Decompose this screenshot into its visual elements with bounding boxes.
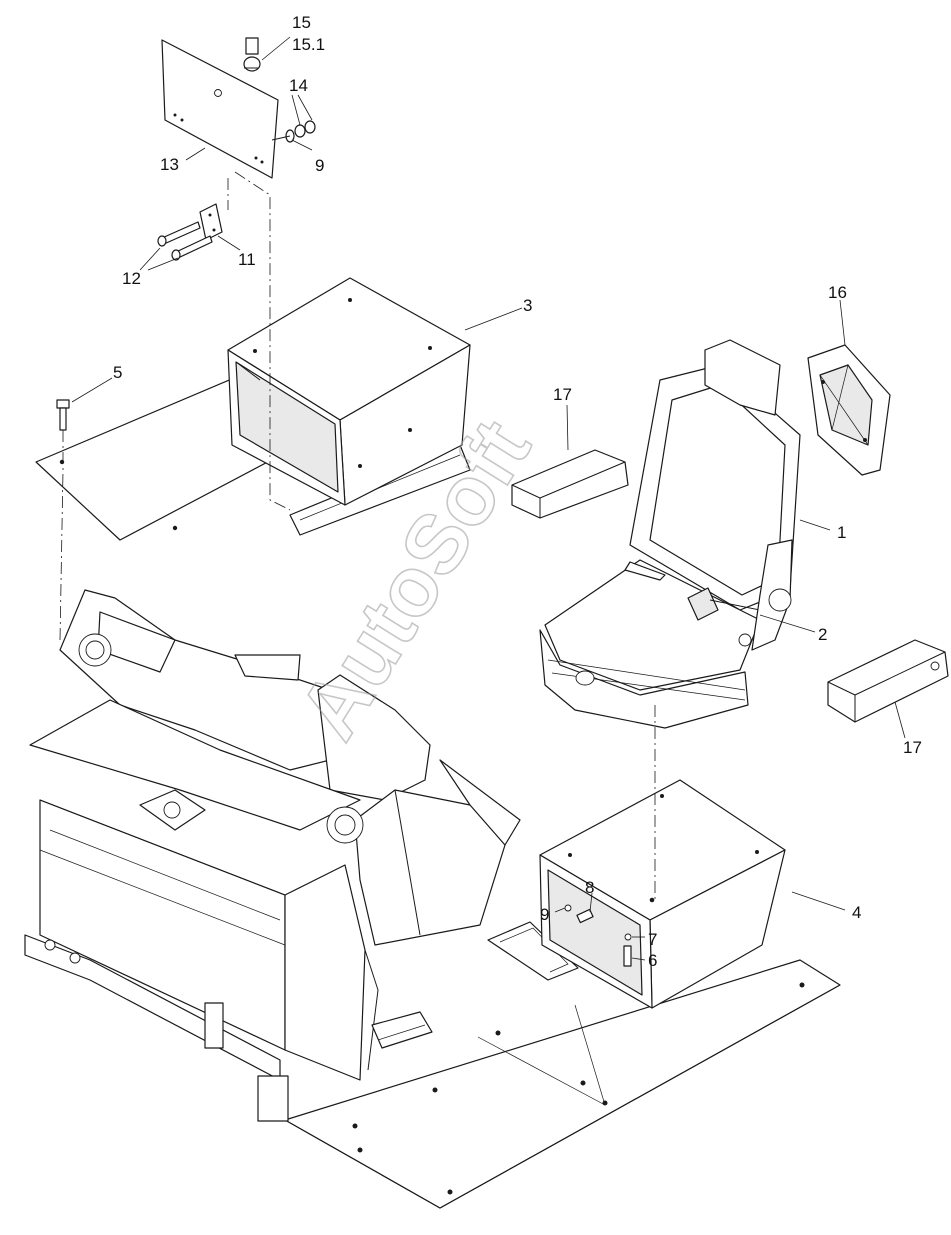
callout-15-1: 15.1: [292, 35, 325, 54]
seat-box-upper: [35, 277, 471, 541]
armrest-right: [827, 639, 949, 723]
callout-8: 8: [585, 878, 594, 897]
callout-3: 3: [523, 296, 532, 315]
callout-5: 5: [113, 363, 122, 382]
callout-6: 6: [648, 951, 657, 970]
assembly-lines: [59, 171, 656, 900]
callout-17-bottom: 17: [903, 738, 922, 757]
callout-9-bottom: 9: [540, 905, 549, 924]
callout-9-top: 9: [315, 156, 324, 175]
callout-1: 1: [837, 523, 846, 542]
latch-15: [243, 37, 261, 72]
callout-4: 4: [852, 903, 861, 922]
bolts-6-7-8-9: [564, 904, 632, 967]
callout-11: 11: [238, 250, 256, 269]
callout-12: 12: [122, 269, 141, 288]
callout-16: 16: [828, 283, 847, 302]
leader-lines: [71, 36, 906, 961]
callout-13: 13: [160, 155, 179, 174]
bolt-5: [56, 399, 70, 431]
callout-labels: 15 15.1 14 13 9 12 11 3 5 16 17 1 2 17 8…: [113, 13, 922, 970]
callout-15: 15: [292, 13, 311, 32]
back-panel: [807, 344, 891, 476]
hinge-bracket-11: [199, 203, 223, 241]
callout-14: 14: [289, 76, 308, 95]
washers-14-9: [271, 120, 316, 143]
dashboard-console: [24, 589, 521, 1122]
callout-7: 7: [648, 930, 657, 949]
cover-panel: [161, 39, 279, 179]
operator-seat: [539, 339, 801, 729]
floor-plate: [284, 959, 841, 1209]
seat-box-lower: [539, 779, 786, 1009]
armrest-left: [511, 449, 629, 519]
bolts-12: [157, 221, 213, 261]
callout-17-top: 17: [553, 385, 572, 404]
callout-2: 2: [818, 625, 827, 644]
